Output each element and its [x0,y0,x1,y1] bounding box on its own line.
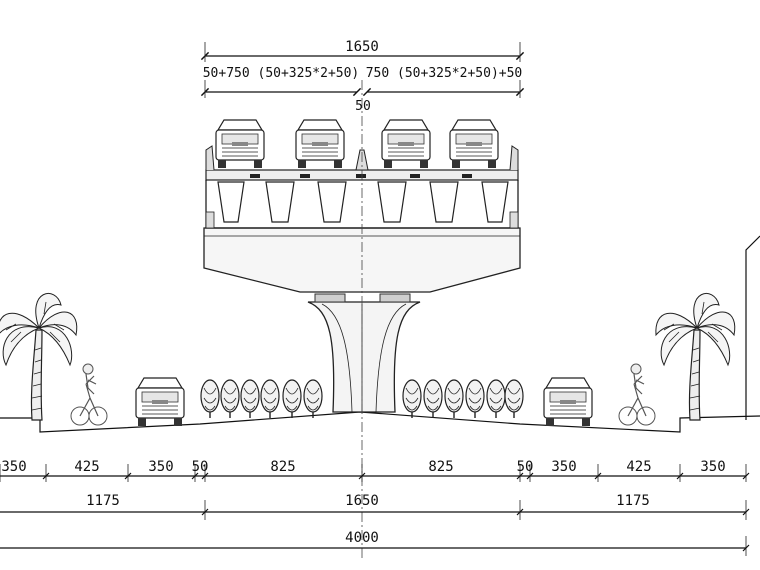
bottom-dimension-row2: 1175 1650 1175 [0,493,750,520]
cyclist-icon [618,363,656,426]
dim-row1-10: 350 [700,459,725,475]
pier-column [307,301,421,413]
shrub-icon [260,379,280,419]
dim-left-half-label: 50+750 (50+325*2+50) [203,66,360,81]
car-icon [215,119,265,169]
dim-row2-2: 1650 [345,493,379,509]
shrub-row-right [402,379,524,419]
cyclist-icon [70,363,108,426]
shrub-icon [220,379,240,419]
shrub-icon [423,379,443,419]
shrub-icon [402,379,422,419]
dim-row2-3: 1175 [616,493,650,509]
car-icon [295,119,345,169]
shrub-icon [486,379,506,419]
shrub-icon [444,379,464,419]
dim-row3-total: 4000 [345,530,379,546]
shrub-icon [504,379,524,419]
shrub-row-left [200,379,323,419]
pier-bearing-left [314,293,346,303]
dim-right-half-label: 750 (50+325*2+50)+50 [366,66,523,81]
bottom-dimension-row1: 350 425 350 50 825 825 50 350 425 350 [0,459,750,482]
shrub-icon [282,379,302,419]
car-icon [381,119,431,169]
dim-median-label: 50 [355,99,371,114]
dim-row1-1: 350 [1,459,26,475]
dim-row1-4: 50 [192,459,209,475]
shrub-icon [240,379,260,419]
top-dimension-total: 1650 [200,39,525,62]
car-icon [135,377,185,427]
shrub-icon [303,379,323,419]
dim-row1-5: 825 [270,459,295,475]
dim-row1-7: 50 [517,459,534,475]
top-dimension-halves: 50+750 (50+325*2+50) 750 (50+325*2+50)+5… [200,66,525,114]
dim-row1-2: 425 [74,459,99,475]
car-icon [543,377,593,427]
bottom-dimension-row3: 4000 [0,530,750,556]
car-icon [449,119,499,169]
building-edge [745,235,760,420]
dim-row1-6: 825 [428,459,453,475]
shrub-icon [200,379,220,419]
dim-row2-1: 1175 [86,493,120,509]
palm-tree-icon [655,292,736,421]
dim-row1-9: 425 [626,459,651,475]
pier-bearing-right [379,293,411,303]
dim-total-label: 1650 [345,39,379,55]
dim-row1-8: 350 [551,459,576,475]
palm-tree-icon [0,292,78,421]
dim-row1-3: 350 [148,459,173,475]
shrub-icon [465,379,485,419]
